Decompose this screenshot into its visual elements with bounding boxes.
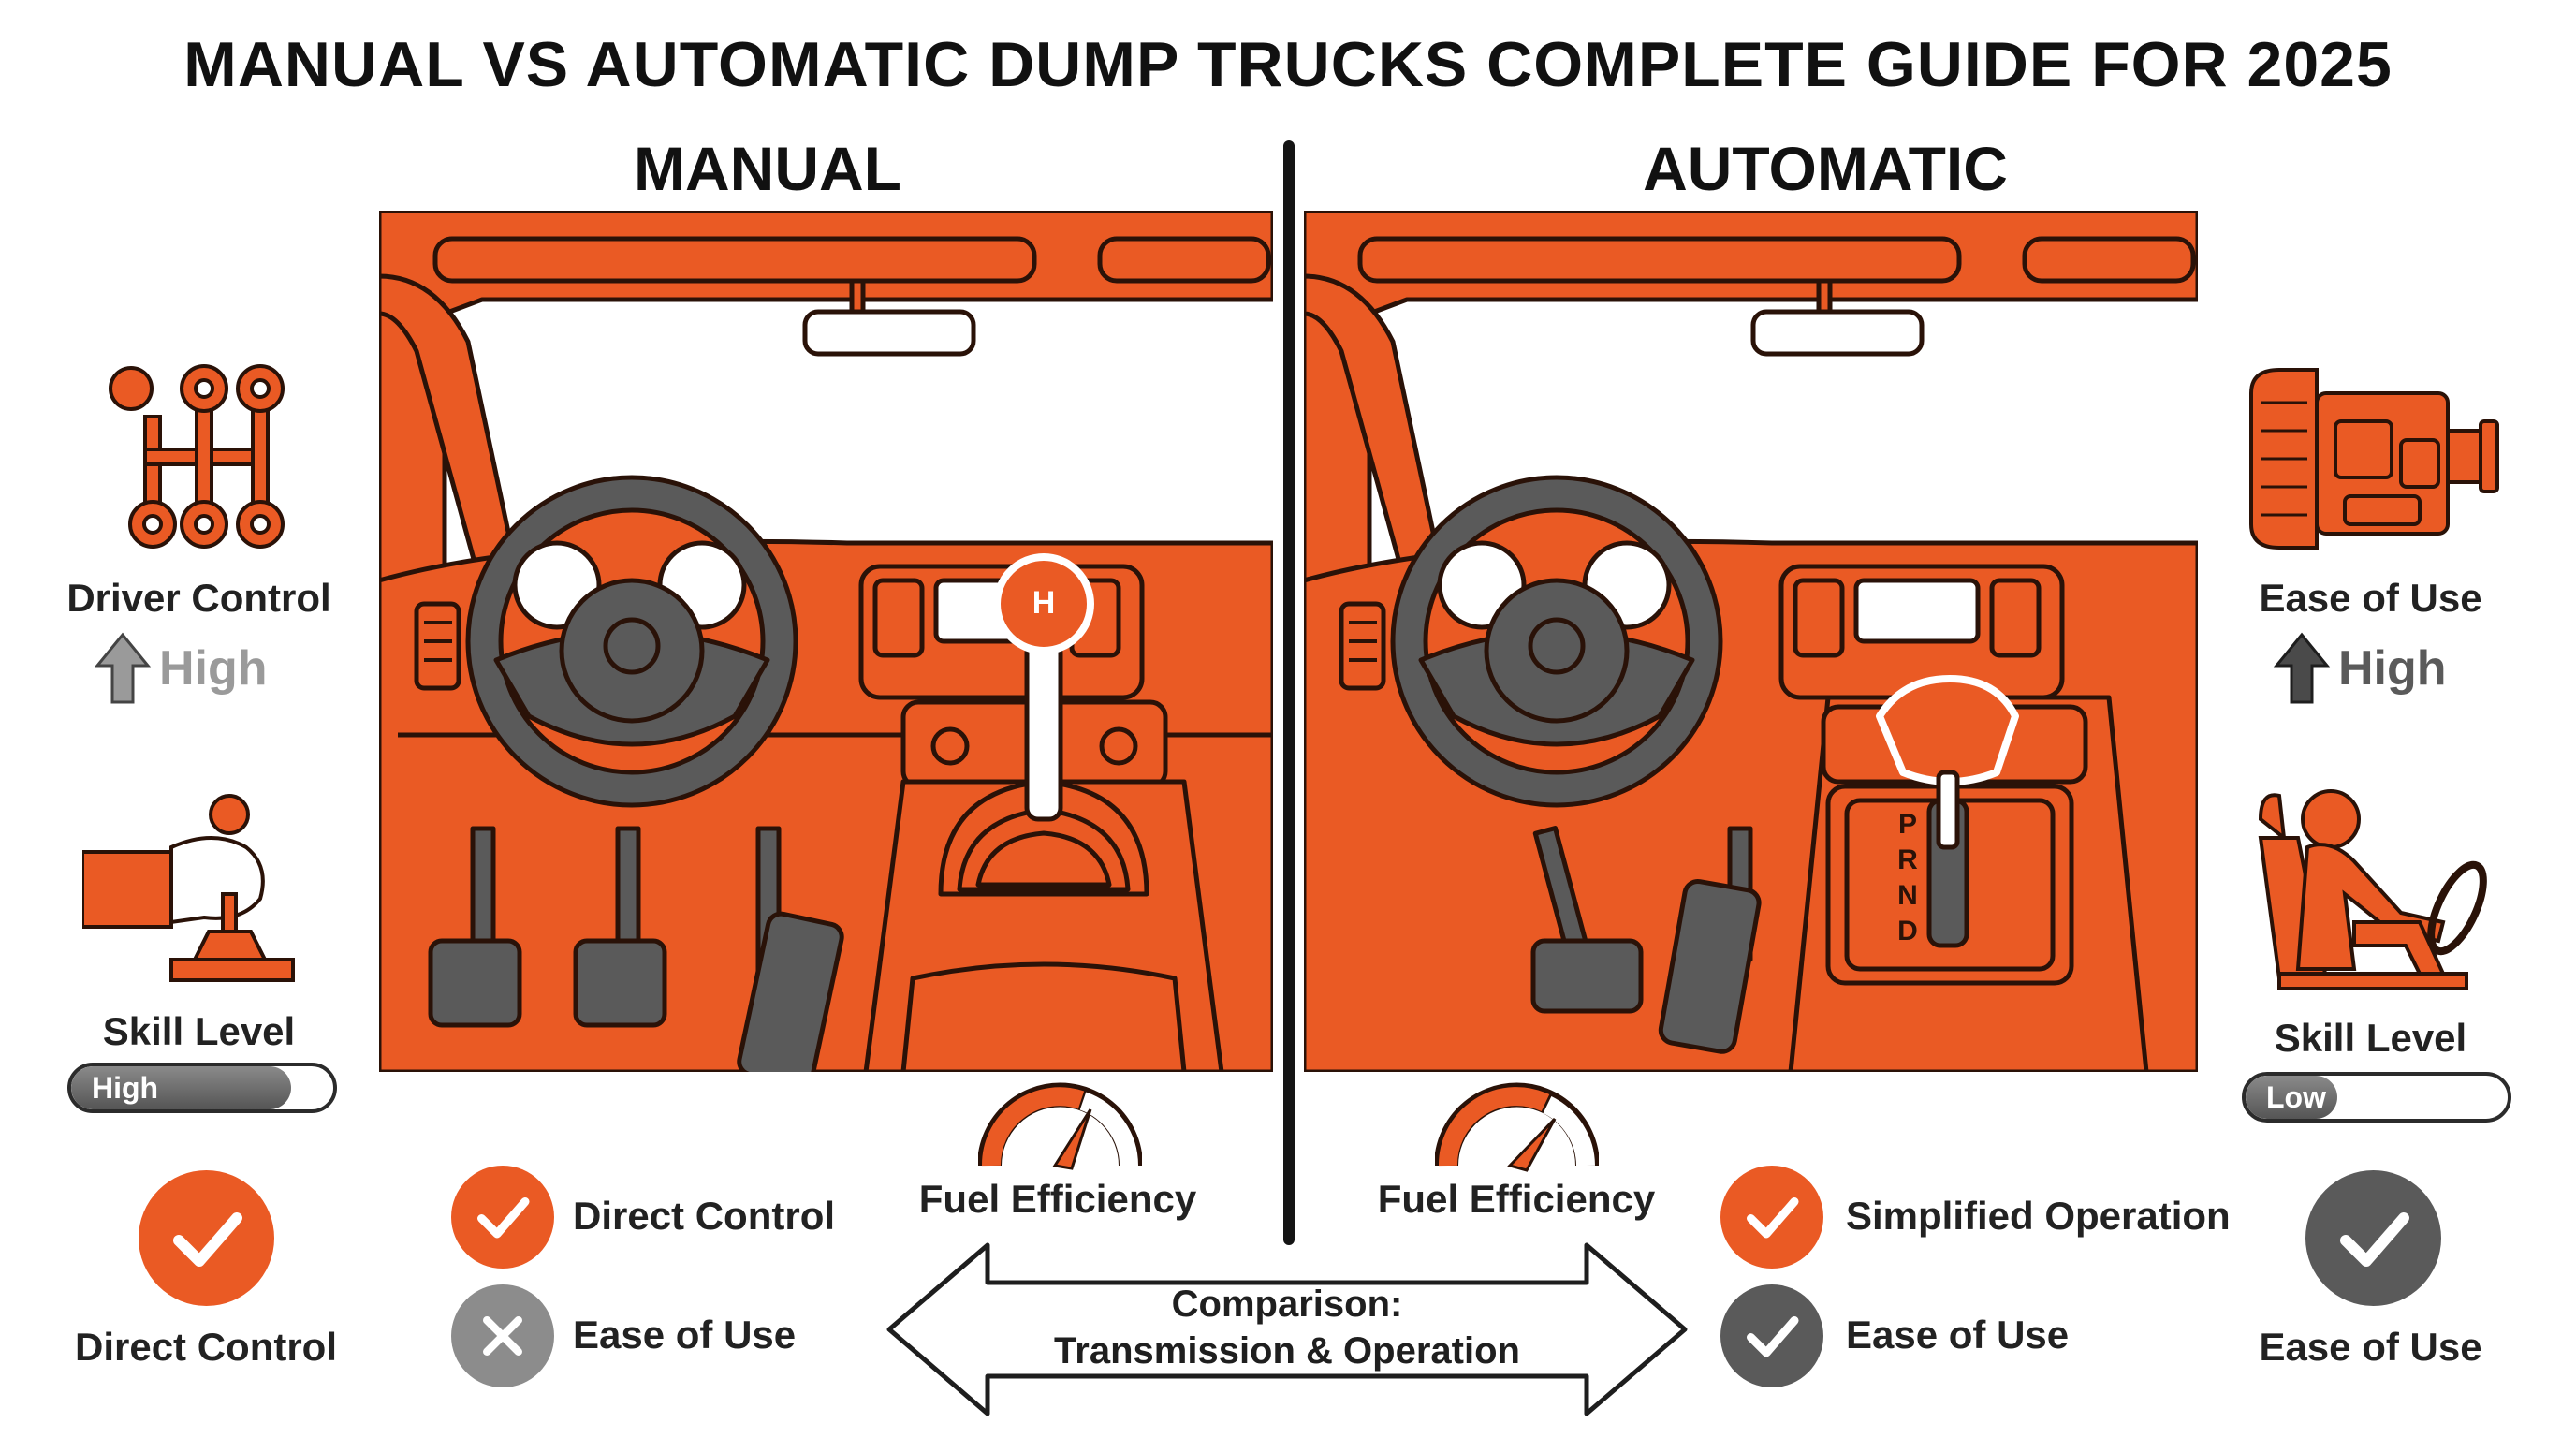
manual-item-1-text: Direct Control — [573, 1194, 836, 1238]
manual-heading: MANUAL — [634, 134, 901, 203]
comparison-caption: Comparison: Transmission & Operation — [1006, 1281, 1568, 1374]
gear-n: N — [1897, 880, 1918, 911]
arrow-up-icon — [2273, 632, 2331, 704]
check-icon — [1747, 1197, 1799, 1239]
transmission-icon — [2249, 368, 2499, 550]
seated-driver-icon — [2258, 789, 2487, 990]
manual-skill-label: Skill Level — [102, 1009, 296, 1053]
automatic-check-badge — [2305, 1170, 2441, 1306]
hand-on-gear-stick-icon — [82, 794, 295, 982]
automatic-skill-bar: Low — [2242, 1072, 2511, 1123]
page-title: MANUAL VS AUTOMATIC DUMP TRUCKS COMPLETE… — [183, 29, 2393, 100]
gear-d: D — [1897, 916, 1918, 946]
manual-skill-bar: High — [67, 1063, 337, 1113]
ease-of-use-value: High — [2338, 641, 2447, 696]
manual-fuel-label: Fuel Efficiency — [918, 1177, 1197, 1221]
manual-check-badge — [139, 1170, 274, 1306]
manual-item-2-text: Ease of Use — [573, 1313, 797, 1357]
gear-selector-letters: P R N D — [1889, 807, 1926, 949]
check-icon — [1747, 1316, 1799, 1357]
cross-icon — [483, 1316, 522, 1356]
automatic-item-2-text: Ease of Use — [1846, 1313, 2070, 1357]
automatic-skill-label: Skill Level — [2274, 1016, 2467, 1060]
check-icon — [172, 1211, 242, 1267]
automatic-skill-fill: Low — [2246, 1076, 2337, 1119]
gear-r: R — [1897, 844, 1918, 875]
automatic-item-1-text: Simplified Operation — [1846, 1194, 2231, 1238]
driver-control-value: High — [159, 641, 268, 696]
check-icon — [2339, 1211, 2409, 1267]
gear-p: P — [1897, 809, 1917, 840]
center-divider — [1283, 140, 1295, 1245]
ease-of-use-label: Ease of Use — [2259, 576, 2482, 620]
gear-shift-pattern-icon — [109, 364, 285, 549]
automatic-item-2-check — [1720, 1284, 1823, 1387]
comparison-line-2: Transmission & Operation — [1054, 1330, 1520, 1372]
manual-item-1-check — [451, 1166, 554, 1269]
manual-cab-illustration — [379, 211, 1273, 1072]
ease-of-use-rating: High — [2273, 632, 2447, 705]
arrow-up-icon — [94, 632, 152, 704]
shifter-pattern-badge: H — [1032, 585, 1056, 621]
automatic-item-1-check — [1720, 1166, 1823, 1269]
double-arrow-icon — [886, 1242, 1688, 1416]
driver-control-label: Driver Control — [66, 576, 331, 620]
automatic-fuel-gauge-icon — [1435, 1082, 1599, 1172]
automatic-fuel-label: Fuel Efficiency — [1377, 1177, 1656, 1221]
manual-fuel-gauge-icon — [978, 1082, 1142, 1170]
manual-bottom-feature: Direct Control — [74, 1325, 337, 1369]
manual-item-2-cross — [451, 1284, 554, 1387]
comparison-line-1: Comparison: — [1171, 1284, 1403, 1325]
manual-skill-fill: High — [71, 1066, 292, 1109]
automatic-bottom-feature: Ease of Use — [2259, 1325, 2482, 1369]
automatic-heading: AUTOMATIC — [1643, 134, 2008, 203]
automatic-cab-illustration — [1304, 211, 2198, 1072]
check-icon — [477, 1197, 530, 1239]
driver-control-rating: High — [94, 632, 268, 705]
